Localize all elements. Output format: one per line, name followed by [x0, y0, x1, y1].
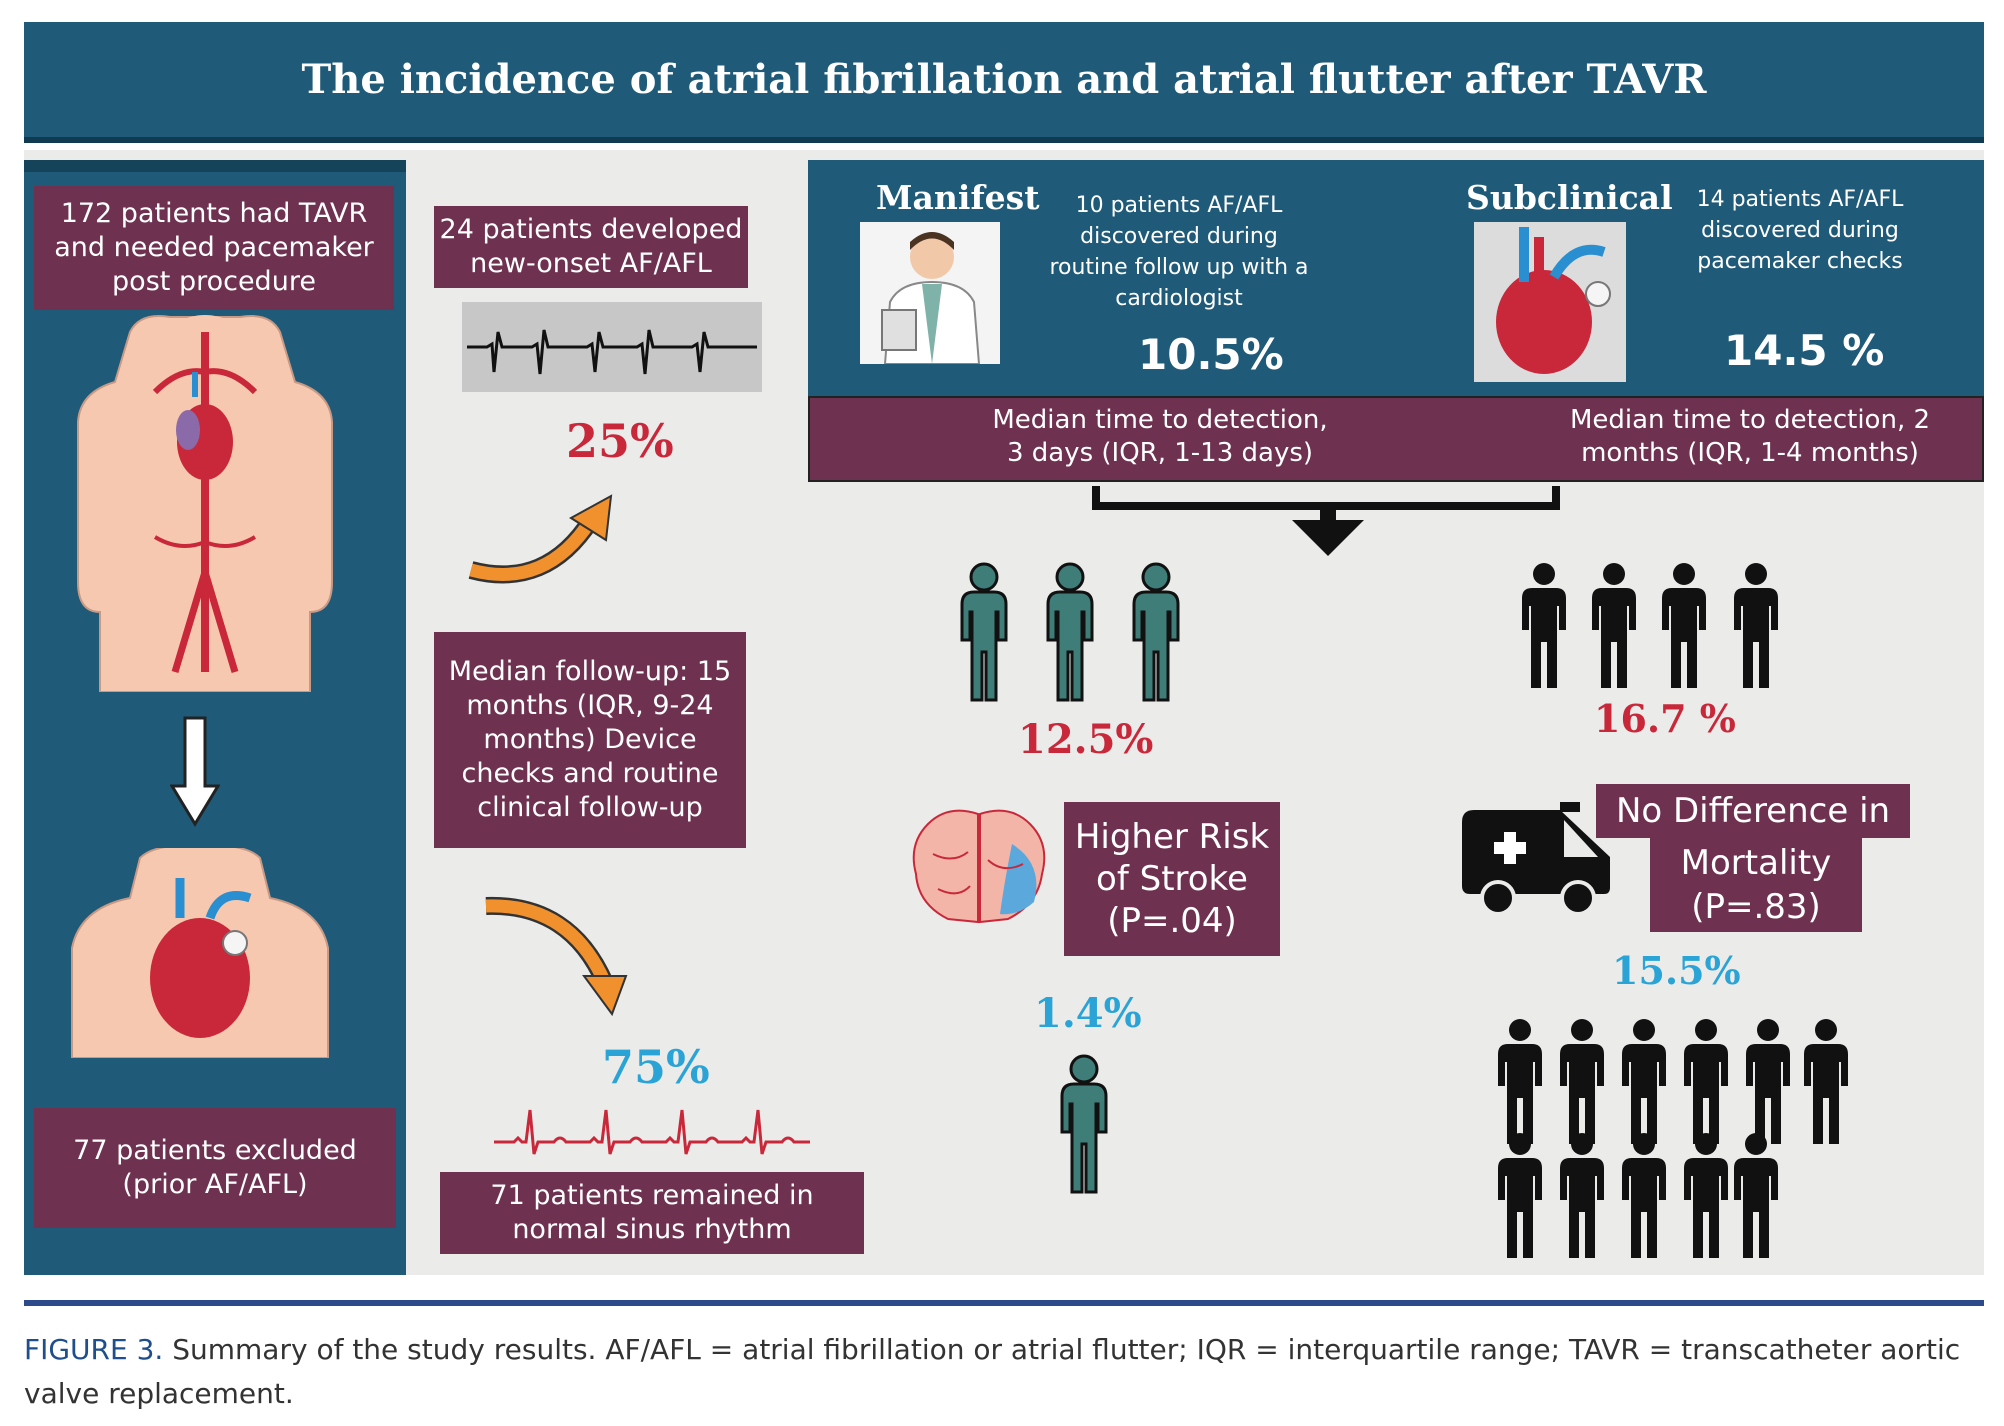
stroke-nsr-percentage: 1.4% — [1034, 990, 1142, 1037]
infographic-header: The incidence of atrial fibrillation and… — [24, 22, 1984, 143]
stroke-box-line-2: of Stroke — [1096, 859, 1248, 899]
left-column-top-strip — [24, 160, 406, 172]
mortality-af-percentage: 16.7 % — [1594, 696, 1736, 741]
patients-tavr-box: 172 patients had TAVR and needed pacemak… — [34, 186, 394, 310]
figure-caption-text: Summary of the study results. AF/AFL = a… — [24, 1333, 1961, 1410]
stroke-risk-box: Higher Risk of Stroke (P=.04) — [1064, 802, 1280, 956]
heart-pacemaker-icon — [1474, 222, 1626, 382]
stroke-af-percentage: 12.5% — [1018, 716, 1154, 763]
new-onset-box: 24 patients developed new-onset AF/AFL — [434, 206, 748, 288]
manifest-description: 10 patients AF/AFL discovered during rou… — [1049, 193, 1309, 311]
figure-label: FIGURE 3. — [24, 1333, 164, 1366]
infographic-title: The incidence of atrial fibrillation and… — [301, 56, 1707, 103]
mortality-nsr-percentage: 15.5% — [1612, 948, 1741, 993]
torso-arteries-illustration — [77, 315, 333, 692]
doctor-icon — [860, 222, 1000, 364]
followup-box: Median follow-up: 15 months (IQR, 9-24 m… — [434, 632, 746, 848]
mortality-box-line-1: No Difference in — [1596, 784, 1910, 838]
figure-caption: FIGURE 3. Summary of the study results. … — [24, 1328, 1984, 1416]
black-patient-crowd-icon — [1498, 1019, 1848, 1258]
caption-divider — [24, 1300, 1984, 1306]
black-patient-group-icon — [1522, 563, 1778, 688]
down-arrow-icon — [170, 716, 220, 827]
new-onset-percentage: 25% — [566, 414, 674, 468]
subclinical-title: Subclinical — [1466, 178, 1673, 217]
stroke-box-line-1: Higher Risk — [1074, 817, 1270, 857]
mortality-box-line-2: Mortality — [1680, 843, 1832, 883]
subclinical-percentage: 14.5 % — [1724, 326, 1885, 375]
teal-patient-group-icon — [960, 562, 1180, 702]
brain-stroke-icon — [912, 809, 1046, 924]
excluded-box: 77 patients excluded (prior AF/AFL) — [34, 1108, 396, 1228]
manifest-title: Manifest — [876, 178, 1040, 217]
manifest-detection-time: Median time to detection, 3 days (IQR, 1… — [992, 405, 1328, 468]
mortality-box: Mortality (P=.83) — [1650, 838, 1862, 932]
nsr-ecg-line-icon — [494, 1109, 810, 1155]
detection-time-band — [808, 396, 1984, 482]
mortality-box-line-3: (P=.83) — [1691, 887, 1821, 927]
merge-bracket-arrow-icon — [1092, 486, 1560, 556]
teal-single-patient-icon — [1060, 1054, 1108, 1194]
nsr-box: 71 patients remained in normal sinus rhy… — [440, 1172, 864, 1254]
curved-down-arrow-icon — [485, 896, 628, 1017]
chest-heart-pacemaker-illustration — [71, 848, 329, 1058]
nsr-percentage: 75% — [602, 1040, 710, 1094]
ambulance-icon — [1462, 802, 1610, 916]
af-ecg-strip-icon — [462, 302, 762, 392]
manifest-percentage: 10.5% — [1138, 330, 1284, 379]
subclinical-detection-time: Median time to detection, 2 months (IQR,… — [1569, 405, 1931, 468]
detection-type-band — [808, 160, 1984, 396]
stroke-box-line-3: (P=.04) — [1107, 901, 1237, 941]
curved-up-arrow-icon — [468, 494, 613, 584]
subclinical-description: 14 patients AF/AFL discovered during pac… — [1696, 187, 1904, 274]
